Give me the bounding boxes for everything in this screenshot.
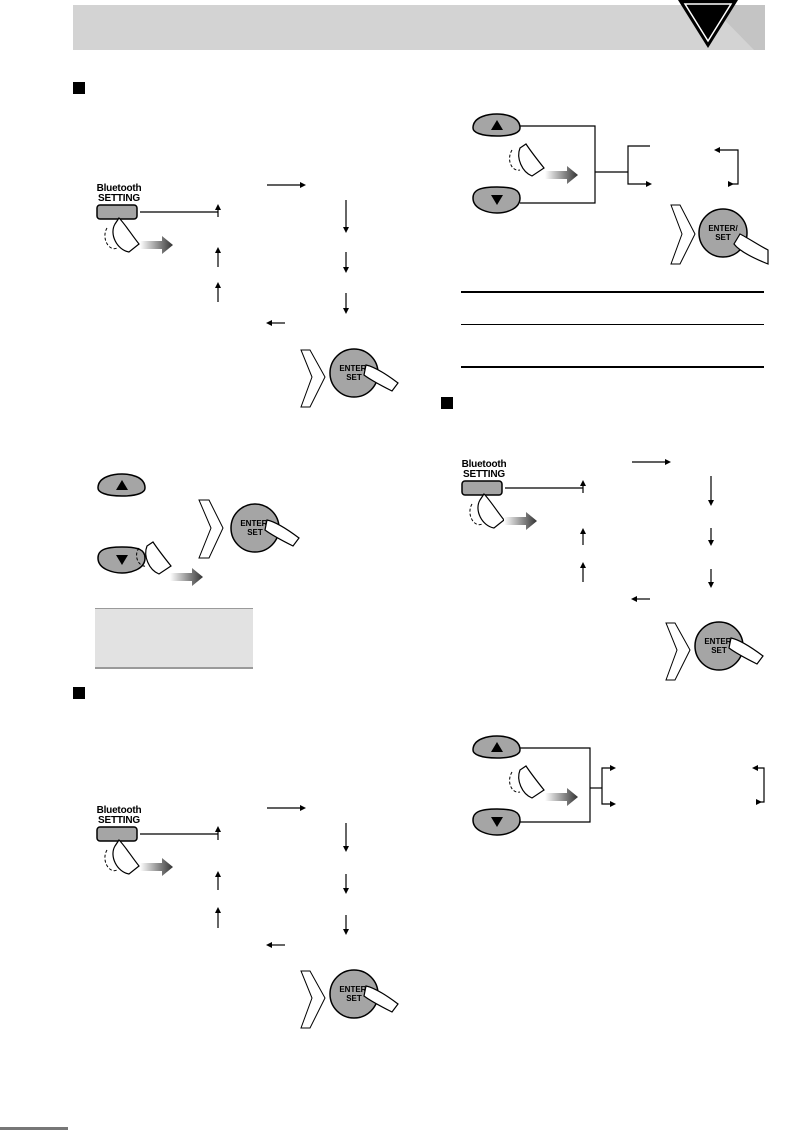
finger-motion-trace [509,149,521,171]
section-marker-icon [73,82,85,94]
finger-motion-trace [136,547,148,567]
finger-motion-trace [104,227,118,250]
motion-arrow-icon [140,236,173,254]
finger-icon [112,217,140,253]
finger-motion-trace [509,771,521,793]
finger-icon [728,637,764,665]
header-bar [73,5,765,50]
flow-arrow-icon [198,499,224,559]
motion-arrow-icon [140,858,173,876]
finger-icon [363,985,399,1013]
note-box [95,608,253,669]
bracket-line [520,747,591,823]
finger-motion-trace [104,849,118,872]
flow-arrow-icon [300,349,326,408]
up-triangle-icon [491,120,503,130]
flow-arrow-icon [670,204,696,265]
bluetooth-setting-label: Bluetooth SETTING [96,183,142,204]
table-top-rule [461,291,764,293]
up-triangle-icon [491,742,503,752]
select-buttons-graphic [472,735,765,836]
finger-icon [264,519,300,547]
down-triangle-icon [116,555,128,565]
up-triangle-icon [116,480,128,490]
enter-label-line1: ENTER/ [708,224,738,233]
enter-step-graphic: ENTER/ SET [665,621,764,681]
bluetooth-setting-label: Bluetooth SETTING [461,459,507,480]
header-triangle-outline [683,3,733,43]
flow-arrow-icon [665,622,691,681]
bluetooth-setting-button[interactable] [461,480,503,496]
motion-arrow-icon [545,166,578,184]
table-bottom-rule [461,366,764,368]
enter-label-line1: ENTER/ [339,985,369,994]
bluetooth-setting-press-graphic [461,480,505,529]
finger-icon [363,364,399,392]
setting-cycle-arrows [140,182,349,326]
section-marker-icon [441,397,453,409]
select-buttons-graphic: ENTER/ SET [97,473,300,575]
setting-cycle-arrows [140,805,349,948]
enter-label-line1: ENTER/ [240,519,270,528]
enter-step-graphic: ENTER/ SET [300,969,399,1029]
select-buttons-graphic: ENTER/ SET [472,113,769,265]
enter-label-line2: SET [346,373,362,382]
bluetooth-setting-button[interactable] [96,204,138,220]
finger-motion-trace [469,503,483,526]
bluetooth-setting-label: Bluetooth SETTING [96,805,142,826]
header-corner-graphic [678,0,765,50]
bluetooth-setting-button[interactable] [96,826,138,842]
motion-arrow-icon [504,512,537,530]
section-marker-icon [73,687,85,699]
bluetooth-setting-press-graphic [96,826,140,875]
down-triangle-icon [491,195,503,205]
enter-label-line2: SET [247,528,263,537]
enter-label-line1: ENTER/ [704,637,734,646]
finger-icon [518,143,545,177]
enter-label-line1: ENTER/ [339,364,369,373]
enter-step-graphic: ENTER/ SET [300,348,399,408]
setting-cycle-arrows [505,459,714,602]
finger-icon [518,765,545,799]
page-bottom-rule [0,1127,68,1130]
motion-arrow-icon [170,568,203,586]
flow-arrow-icon [300,970,326,1029]
finger-icon [112,839,140,875]
table-row-divider [461,324,764,325]
finger-icon [145,541,172,575]
bluetooth-setting-press-graphic [96,204,140,253]
header-triangle-marker-icon [678,0,738,48]
finger-icon [733,233,769,265]
enter-label-line2: SET [346,994,362,1003]
enter-label-line2: SET [715,233,731,242]
down-triangle-icon [491,817,503,827]
enter-label-line2: SET [711,646,727,655]
motion-arrow-icon [545,788,578,806]
bracket-line [520,125,596,204]
